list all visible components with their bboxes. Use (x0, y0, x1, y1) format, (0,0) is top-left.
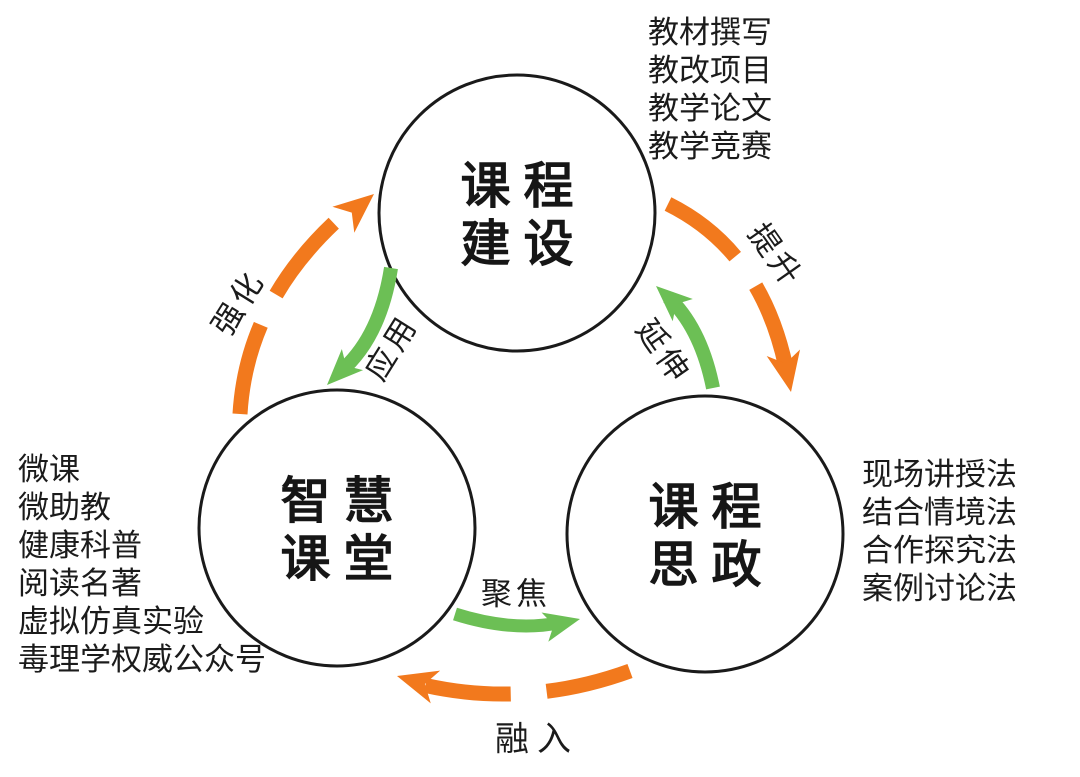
yanshen-arrowhead-icon (656, 286, 693, 322)
rongru-arrow-arc (401, 663, 633, 702)
list-item: 毒理学权威公众号 (18, 642, 266, 677)
node-title-line: 建设 (460, 216, 587, 272)
jujiao-arrow-label: 聚焦 (481, 576, 551, 612)
node-circle-course-construction (377, 73, 657, 353)
node-title-line: 智慧 (280, 473, 407, 529)
yingyong-arrowhead-icon (327, 348, 364, 385)
course-ideology-methods-list: 现场讲授法 结合情境法 合作探究法 案例讨论法 (862, 456, 1017, 608)
yingyong-arrow-arc (335, 266, 398, 378)
node-title-course-ideology: 课程 思政 (636, 478, 775, 594)
node-title-course-construction: 课程 建设 (448, 157, 587, 273)
rongru-arrow-label: 融入 (495, 720, 579, 759)
list-item: 教学竞赛 (648, 129, 772, 164)
list-item: 教材撰写 (648, 15, 772, 50)
list-item: 虚拟仿真实验 (18, 604, 204, 639)
qianghua-arrow-arc (232, 201, 357, 415)
node-circle-course-ideology (565, 394, 845, 674)
node-title-smart-classroom: 智慧 课堂 (268, 472, 407, 588)
jujiao-arrow-arc (453, 607, 560, 633)
list-item: 合作探究法 (862, 533, 1017, 568)
list-item: 微助教 (18, 490, 111, 525)
node-title-line: 课程 (460, 158, 587, 214)
rongru-arrowhead-icon (397, 670, 441, 704)
list-item: 阅读名著 (18, 566, 142, 601)
list-item: 案例讨论法 (862, 571, 1017, 606)
list-item: 结合情境法 (862, 495, 1017, 530)
node-circle-smart-classroom (197, 388, 477, 668)
node-title-line: 课堂 (280, 531, 407, 587)
course-construction-outputs-list: 教材撰写 教改项目 教学论文 教学竞赛 (648, 14, 772, 166)
qianghua-arrowhead-icon (332, 194, 374, 233)
list-item: 微课 (18, 452, 80, 487)
list-item: 健康科普 (18, 528, 142, 563)
node-title-line: 课程 (648, 479, 775, 535)
list-item: 现场讲授法 (862, 457, 1017, 492)
list-item: 教改项目 (648, 53, 772, 88)
list-item: 教学论文 (648, 91, 772, 126)
tisheng-arrow-arc (664, 197, 796, 380)
node-title-line: 思政 (648, 537, 775, 593)
tisheng-arrowhead-icon (766, 349, 801, 392)
jujiao-arrowhead-icon (541, 612, 580, 642)
smart-classroom-tools-list: 微课 微助教 健康科普 阅读名著 虚拟仿真实验 毒理学权威公众号 (18, 451, 266, 679)
